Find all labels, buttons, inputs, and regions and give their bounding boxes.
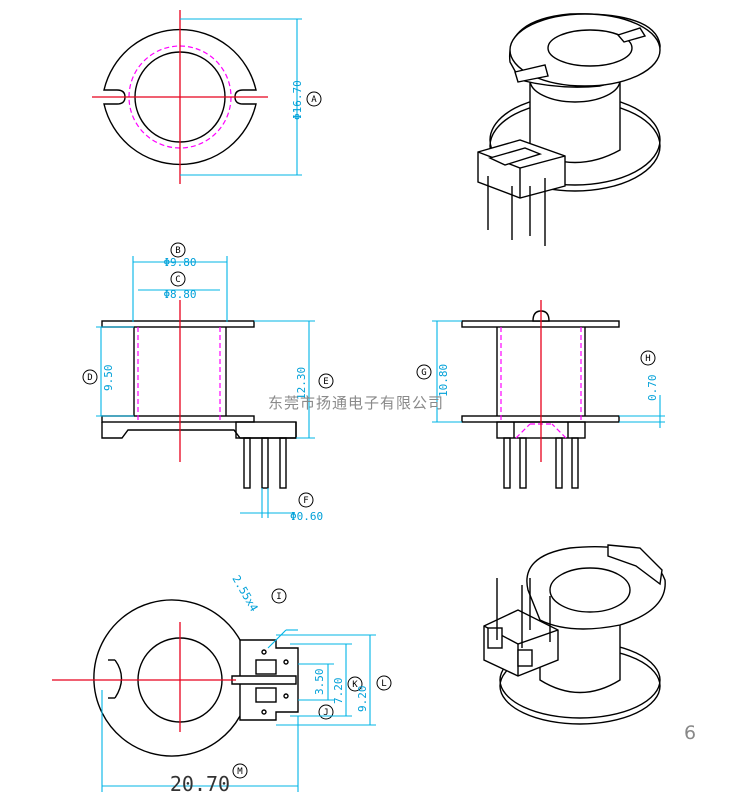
dim-e-text: 12.30 <box>295 367 308 400</box>
dim-i-text: 2.55x4 <box>229 573 260 614</box>
dim-b-text: Φ9.80 <box>163 256 196 269</box>
dim-j-text: 3.50 <box>313 669 326 696</box>
dim-d-text: 9.50 <box>102 365 115 392</box>
iso-view-top <box>477 13 661 246</box>
label-i: I <box>276 592 281 602</box>
page-number: 6 <box>684 722 697 744</box>
iso-view-bottom <box>483 544 666 725</box>
label-b: B <box>175 246 180 256</box>
dim-f-text: Φ0.60 <box>290 510 323 523</box>
label-f: F <box>303 496 308 506</box>
label-j: J <box>323 708 328 718</box>
top-view: Φ16.70 A <box>92 10 322 184</box>
label-e: E <box>323 377 328 387</box>
dim-l-text: 9.20 <box>356 686 369 713</box>
label-h: H <box>645 354 650 364</box>
front-view: Φ9.80 B Φ8.80 C 9.50 D 12.30 E Φ0.60 F <box>82 242 334 523</box>
dim-g-text: 10.80 <box>437 364 450 397</box>
watermark: 东莞市扬通电子有限公司 <box>268 394 445 412</box>
dim-h-text: 0.70 <box>646 375 659 402</box>
label-k: K <box>352 680 358 690</box>
side-view: 10.80 G 0.70 H <box>416 300 665 489</box>
dim-a-text: Φ16.70 <box>291 80 304 120</box>
bottom-view: 2.55x4 I 3.50 J 7.20 K 9.20 L 20.70 M <box>52 573 392 796</box>
bottom-view-flange <box>93 599 241 757</box>
label-a: A <box>311 95 317 105</box>
dim-c-text: Φ8.80 <box>163 288 196 301</box>
dim-k-text: 7.20 <box>332 678 345 705</box>
top-view-flange-outline <box>103 28 257 166</box>
label-d: D <box>87 373 92 383</box>
dim-m-text: 20.70 <box>170 772 230 796</box>
label-l: L <box>381 679 386 689</box>
label-c: C <box>175 275 180 285</box>
label-m: M <box>237 767 243 777</box>
label-g: G <box>421 368 426 378</box>
